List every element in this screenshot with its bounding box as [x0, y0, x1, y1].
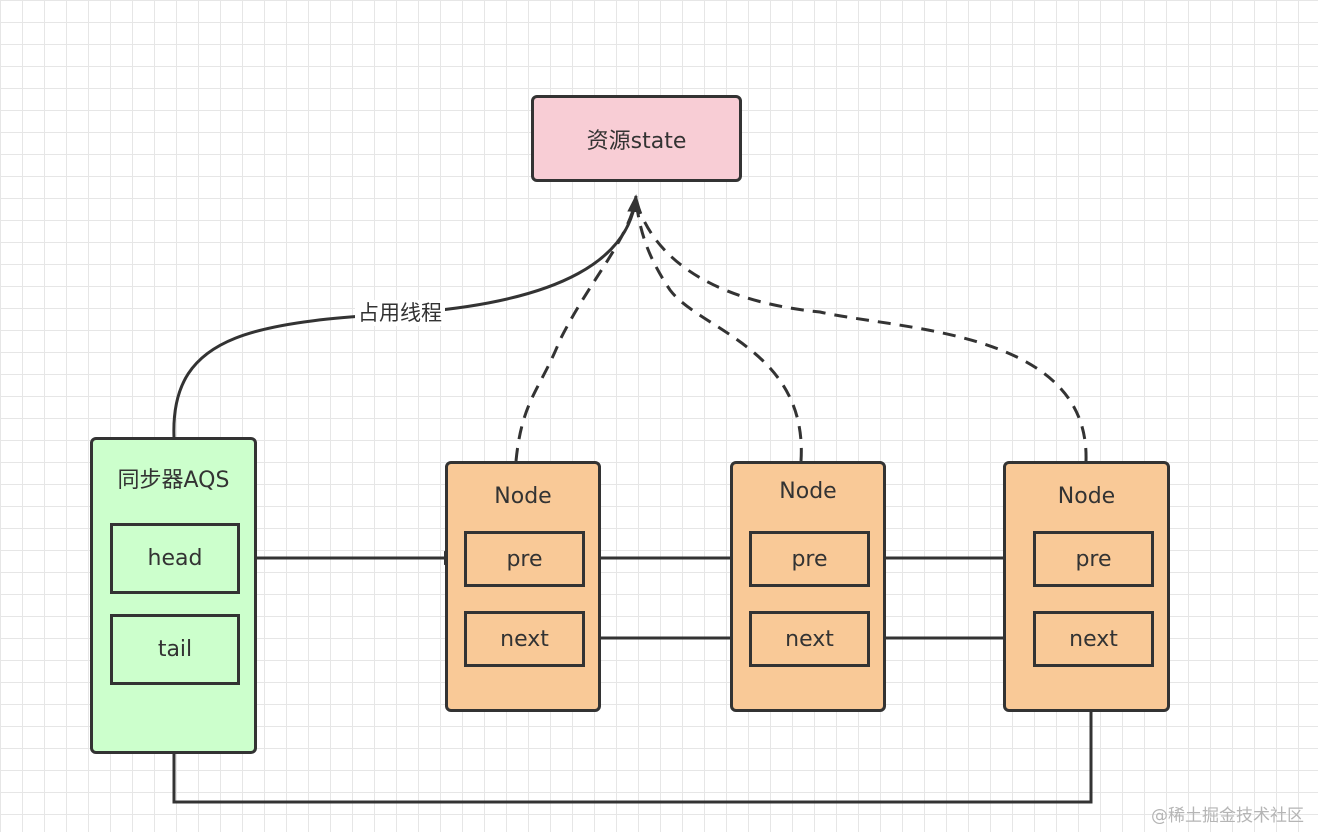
node-3-next-field: next: [1033, 611, 1154, 667]
node-3-pre-field: pre: [1033, 531, 1154, 587]
node-1-pre-field: pre: [464, 531, 585, 587]
node-1-title: Node: [494, 484, 552, 509]
watermark: @稀土掘金技术社区: [1151, 806, 1304, 826]
resource-state-label: 资源state: [586, 128, 687, 154]
node2-wait-connector: [634, 199, 803, 462]
node-3-pre-label: pre: [1075, 546, 1112, 572]
node-1-next-label: next: [500, 626, 549, 652]
aqs-tail-field: tail: [110, 614, 240, 685]
node-3-next-label: next: [1069, 626, 1118, 652]
node-1-box: Node pre next: [445, 461, 601, 712]
node-1-pre-label: pre: [506, 546, 543, 572]
resource-state-box: 资源state: [531, 95, 742, 182]
node-2-box: Node pre next: [730, 461, 886, 712]
node-2-pre-label: pre: [791, 546, 828, 572]
node-3-box: Node pre next: [1003, 461, 1170, 712]
node-2-next-label: next: [785, 626, 834, 652]
aqs-head-label: head: [147, 546, 203, 571]
node-1-next-field: next: [464, 611, 585, 667]
aqs-head-field: head: [110, 523, 240, 594]
node-2-next-field: next: [749, 611, 870, 667]
node-3-title: Node: [1057, 484, 1116, 509]
owner-thread-label: 占用线程: [355, 300, 445, 326]
node-2-pre-field: pre: [749, 531, 870, 587]
node3-wait-connector: [634, 199, 1088, 462]
node-2-title: Node: [779, 479, 837, 504]
aqs-tail-label: tail: [157, 637, 193, 662]
aqs-title: 同步器AQS: [117, 468, 230, 493]
tail-to-node3-connector: [172, 668, 1099, 804]
aqs-box: 同步器AQS head tail: [90, 437, 257, 754]
node1-wait-connector: [514, 199, 638, 462]
